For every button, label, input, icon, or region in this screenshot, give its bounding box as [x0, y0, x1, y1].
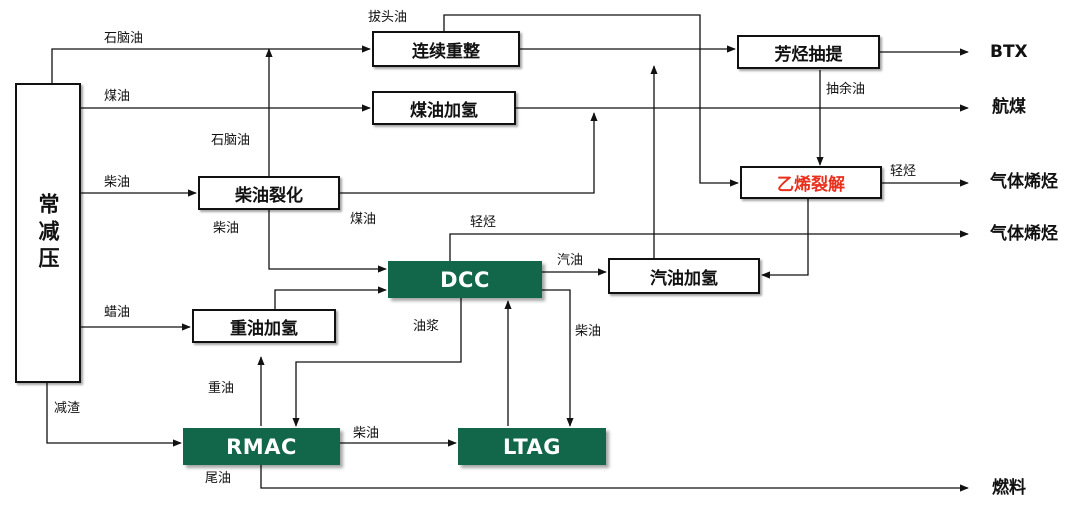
output-gas-olefins-1: 气体烯烃 — [990, 172, 1058, 192]
line-dcc-to-gas — [449, 230, 969, 261]
label-crack-kerosene: 煤油 — [350, 212, 377, 227]
line-slurry-to-rmac — [292, 298, 462, 427]
unit-kerosene-hydrotreating: 煤油加氢 — [372, 91, 516, 125]
unit-atmospheric-vacuum: 常减压 — [15, 83, 81, 383]
label-ethylene-light-hc: 轻烃 — [890, 164, 917, 179]
label-dcc-light-hc: 轻烃 — [470, 215, 497, 230]
label-heavy-oil: 重油 — [208, 381, 235, 396]
label-kerosene: 煤油 — [104, 89, 131, 104]
line-naphtha-to-reform — [51, 45, 371, 83]
label-dcc-diesel: 柴油 — [575, 324, 602, 339]
output-btx: BTX — [990, 42, 1028, 62]
line-crack-diesel-to-dcc — [268, 209, 387, 273]
label-naphtha: 石脑油 — [104, 31, 144, 46]
unit-heavy-oil-hydrotreating: 重油加氢 — [192, 309, 336, 343]
unit-ethylene-cracking: 乙烯裂解 — [740, 166, 882, 199]
unit-rmac: RMAC — [183, 428, 340, 465]
unit-dcc: DCC — [388, 261, 542, 298]
output-gas-olefins-2: 气体烯烃 — [990, 224, 1058, 244]
line-residue-to-rmac — [46, 383, 182, 447]
label-vacuum-residue: 减渣 — [54, 401, 81, 416]
unit-aromatics-extraction: 芳烃抽提 — [737, 35, 880, 69]
label-slurry: 油浆 — [413, 319, 440, 334]
label-crack-naphtha: 石脑油 — [211, 133, 251, 148]
unit-diesel-cracking: 柴油裂化 — [198, 176, 340, 210]
label-dcc-gasoline: 汽油 — [557, 253, 584, 268]
unit-gasoline-hydrotreating: 汽油加氢 — [608, 258, 760, 294]
output-jet-fuel: 航煤 — [992, 97, 1026, 117]
line-light-ends-to-ethylene — [443, 14, 739, 187]
line-crack-kero-to-jet — [340, 112, 598, 194]
line-ethylene-to-gasoline — [761, 199, 809, 279]
label-light-ends: 拔头油 — [368, 10, 408, 25]
unit-ltag: LTAG — [458, 428, 606, 465]
line-dcc-diesel-to-ltag — [542, 289, 574, 427]
label-wax-oil: 蜡油 — [104, 305, 131, 320]
unit-continuous-reforming: 连续重整 — [372, 31, 520, 67]
label-diesel: 柴油 — [104, 175, 131, 190]
line-heavy-to-dcc — [274, 286, 387, 309]
line-tail-to-fuel — [260, 462, 969, 492]
label-raffinate: 抽余油 — [826, 82, 866, 97]
label-crack-diesel: 柴油 — [213, 221, 240, 236]
label-rmac-diesel: 柴油 — [353, 426, 380, 441]
label-tail-oil: 尾油 — [205, 471, 232, 486]
output-fuel: 燃料 — [992, 478, 1026, 498]
